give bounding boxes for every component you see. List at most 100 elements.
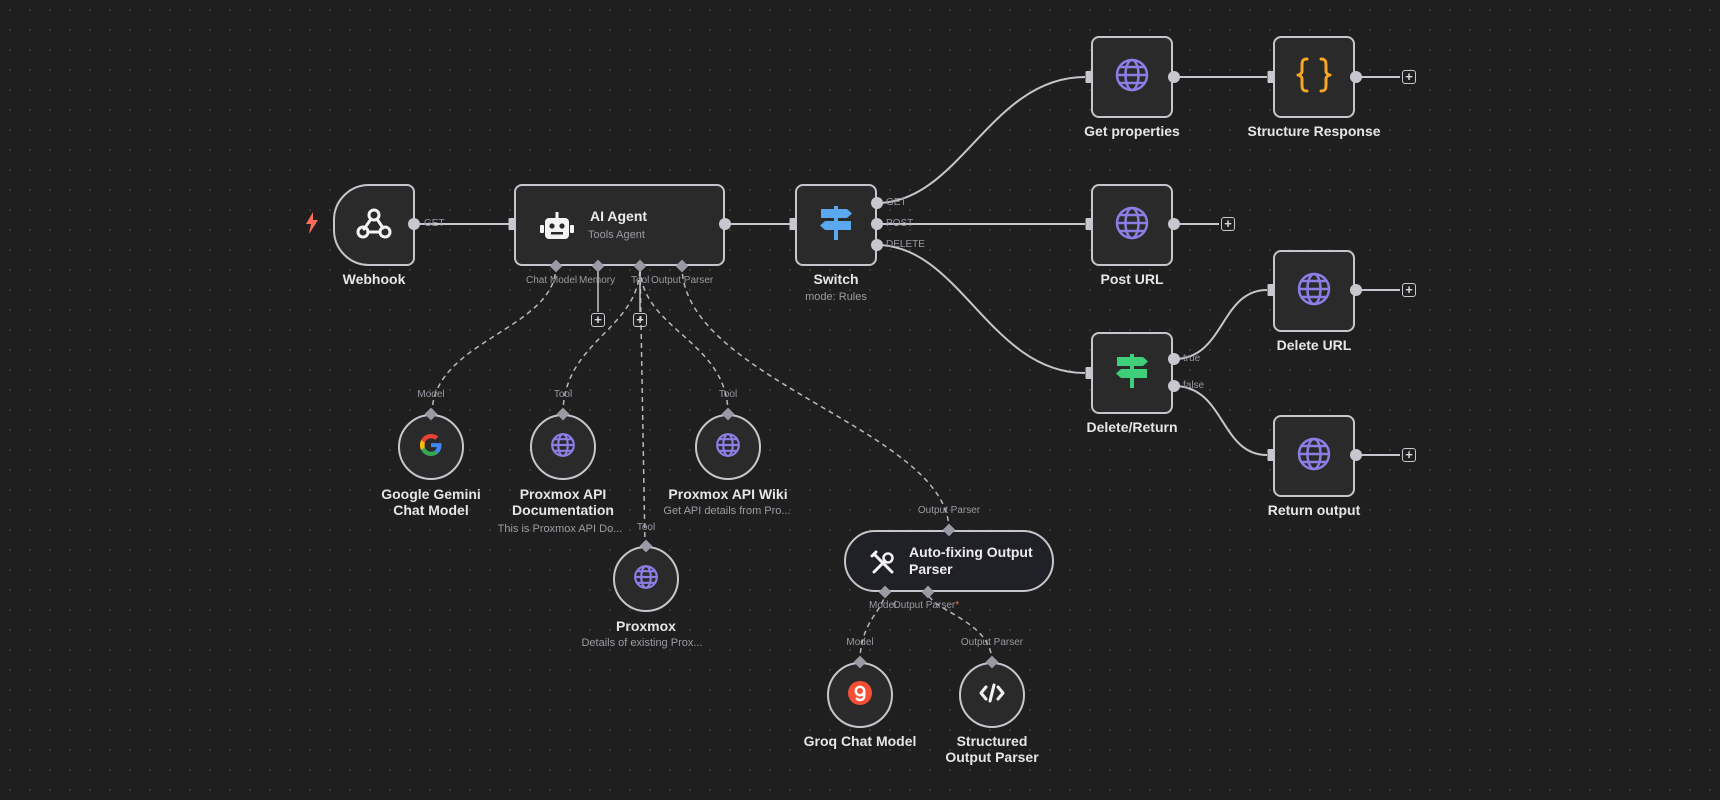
return-output-input-port[interactable] [1267, 449, 1275, 461]
delete-url-input-port[interactable] [1267, 284, 1275, 296]
connection-switch-get [876, 76, 1086, 204]
structured-output-parser-title: Structured Output Parser [932, 733, 1052, 765]
return-output-title: Return output [1267, 502, 1361, 518]
required-asterisk: * [955, 600, 960, 611]
delete-true-port[interactable] [1168, 353, 1180, 365]
switch-delete-port[interactable] [871, 239, 883, 251]
delete-false-label: false [1183, 380, 1205, 391]
switch-get-label: GET [886, 197, 907, 208]
switch-input-port[interactable] [789, 218, 797, 230]
globe-icon [1296, 271, 1332, 312]
docs-input-label: Tool [553, 389, 573, 400]
ai-agent-node[interactable]: AI Agent Tools Agent [514, 184, 725, 266]
switch-delete-label: DELETE [886, 239, 925, 250]
connection-true-deleteurl [1173, 289, 1268, 360]
delete-return-node[interactable] [1091, 332, 1173, 414]
signpost-icon [818, 204, 854, 247]
switch-post-port[interactable] [871, 218, 883, 230]
autofix-output-parser-text: Output Parser [893, 600, 956, 611]
globe-icon [1114, 57, 1150, 98]
gemini-input-label: Model [417, 389, 445, 400]
lightning-icon [305, 212, 319, 234]
structure-response-node[interactable] [1273, 36, 1355, 118]
structure-response-output-port[interactable] [1350, 71, 1362, 83]
agent-tool-label: Tool [631, 275, 650, 286]
ai-agent-input-port[interactable] [508, 218, 516, 230]
switch-get-port[interactable] [871, 197, 883, 209]
globe-icon [1114, 205, 1150, 246]
connection-proxmox-agent [639, 265, 646, 547]
webhook-title: Webhook [342, 271, 406, 287]
groq-chat-model-node[interactable] [827, 662, 893, 728]
webhook-output-port[interactable] [408, 218, 420, 230]
connection-switch-delete [876, 244, 1086, 374]
autofix-parser-node[interactable]: Auto-fixing Output Parser [844, 530, 1054, 592]
connection-gemini-agent [431, 265, 557, 415]
return-output-node[interactable] [1273, 415, 1355, 497]
get-properties-title: Get properties [1084, 123, 1180, 139]
ai-agent-subtitle: Tools Agent [588, 229, 645, 241]
connection-structured-autofix [927, 591, 993, 663]
groq-icon [847, 680, 873, 711]
tools-icon [870, 550, 896, 581]
connection-false-return [1173, 385, 1268, 456]
proxmox-api-docs-title: Proxmox API Documentation [508, 486, 618, 518]
add-memory-button[interactable]: + [591, 313, 605, 327]
gemini-title: Google Gemini Chat Model [366, 486, 496, 518]
get-properties-output-port[interactable] [1168, 71, 1180, 83]
add-node-after-delete-url-button[interactable]: + [1402, 283, 1416, 297]
delete-url-output-port[interactable] [1350, 284, 1362, 296]
robot-icon [540, 212, 574, 247]
code-brackets-icon [979, 683, 1005, 708]
gemini-title-text: Google Gemini Chat Model [381, 486, 481, 518]
connection-wiki-agent [639, 265, 729, 415]
structure-response-input-port[interactable] [1267, 71, 1275, 83]
proxmox-input-label: Tool [636, 522, 656, 533]
proxmox-api-docs-node[interactable] [530, 414, 596, 480]
connection-docs-agent [562, 265, 641, 415]
ai-agent-title: AI Agent [590, 208, 648, 224]
globe-icon [633, 564, 659, 595]
get-properties-node[interactable] [1091, 36, 1173, 118]
gemini-chat-model-node[interactable] [398, 414, 464, 480]
post-url-output-port[interactable] [1168, 218, 1180, 230]
wiki-input-label: Tool [718, 389, 738, 400]
webhook-node[interactable] [333, 184, 415, 266]
google-g-icon [418, 432, 444, 463]
add-tool-button[interactable]: + [633, 313, 647, 327]
ai-agent-output-port[interactable] [719, 218, 731, 230]
proxmox-api-docs-subtitle: This is Proxmox API Do... [497, 523, 623, 535]
autofix-model-label: Model [869, 600, 897, 611]
structured-output-parser-node[interactable] [959, 662, 1025, 728]
autofix-parser-title: Auto-fixing Output Parser [909, 544, 1033, 577]
post-url-node[interactable] [1091, 184, 1173, 266]
post-url-input-port[interactable] [1085, 218, 1093, 230]
delete-url-title: Delete URL [1276, 337, 1352, 353]
return-output-output-port[interactable] [1350, 449, 1362, 461]
webhook-icon [355, 205, 393, 246]
delete-false-port[interactable] [1168, 380, 1180, 392]
proxmox-subtitle: Details of existing Prox... [581, 637, 703, 649]
globe-icon [715, 432, 741, 463]
get-properties-input-port[interactable] [1085, 71, 1093, 83]
globe-icon [550, 432, 576, 463]
globe-icon [1296, 436, 1332, 477]
add-node-after-return-button[interactable]: + [1402, 448, 1416, 462]
proxmox-api-wiki-node[interactable] [695, 414, 761, 480]
autofix-input-label: Output Parser [917, 505, 981, 516]
post-url-title: Post URL [1100, 271, 1164, 287]
proxmox-node[interactable] [613, 546, 679, 612]
delete-return-input-port[interactable] [1085, 367, 1093, 379]
structured-output-parser-title-text: Structured Output Parser [945, 733, 1039, 765]
delete-url-node[interactable] [1273, 250, 1355, 332]
add-node-after-post-button[interactable]: + [1221, 217, 1235, 231]
add-node-after-structure-button[interactable]: + [1402, 70, 1416, 84]
switch-title: Switch [813, 271, 859, 287]
switch-node[interactable] [795, 184, 877, 266]
agent-output-parser-label: Output Parser [651, 275, 714, 286]
groq-input-label: Model [846, 637, 874, 648]
proxmox-api-wiki-title: Proxmox API Wiki [668, 486, 788, 502]
signpost-icon [1114, 352, 1150, 395]
proxmox-title: Proxmox [616, 618, 676, 634]
autofix-output-parser-label: Output Parser* [893, 600, 959, 611]
